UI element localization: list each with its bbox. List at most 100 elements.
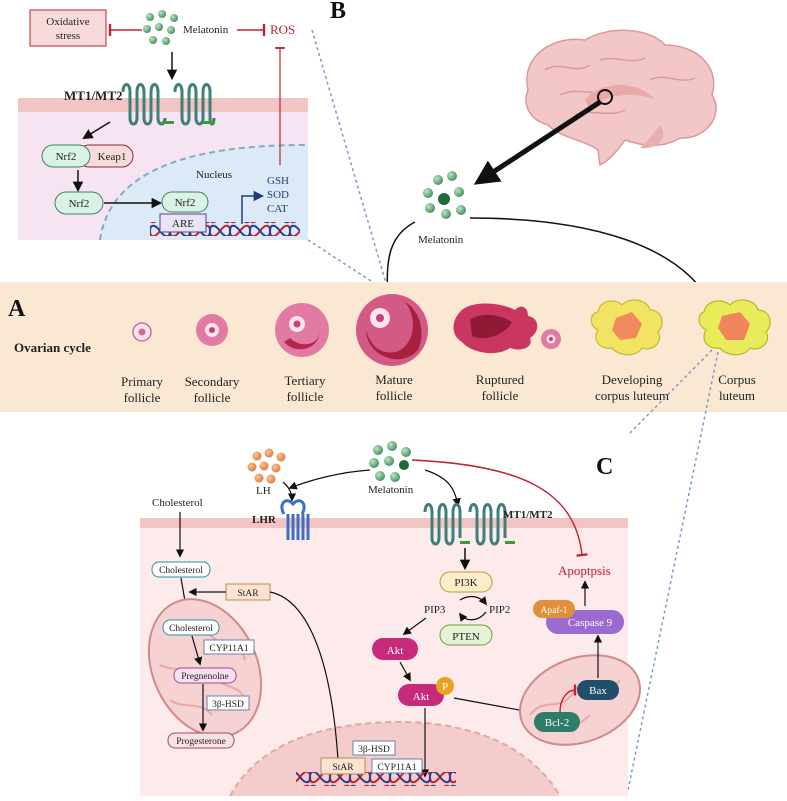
hsd-label-nucleus: 3β-HSD bbox=[358, 745, 390, 755]
cyp11a1-label-mito: CYP11A1 bbox=[209, 644, 248, 654]
melatonin-label-brain: Melatonin bbox=[418, 234, 464, 246]
tertiary-follicle bbox=[275, 303, 329, 357]
pip3-to-pip2-cycle-bottom bbox=[458, 611, 487, 622]
arrow-to-pregnenolone bbox=[191, 635, 203, 666]
bcl2-inhibits-bax bbox=[559, 684, 577, 713]
zoom-line-c1 bbox=[627, 349, 713, 436]
star-gene-to-protein bbox=[269, 591, 339, 761]
developing-corpus-luteum bbox=[590, 299, 663, 356]
receptor-label-b: MT1/MT2 bbox=[64, 88, 123, 103]
lhr-receptor bbox=[280, 499, 310, 540]
melatonin-label-c: Melatonin bbox=[368, 484, 414, 496]
stage-label-ruptured-2: follicle bbox=[482, 388, 519, 403]
akt-label: Akt bbox=[387, 645, 404, 657]
lh-label: LH bbox=[256, 485, 271, 497]
stage-label-secondary-1: Secondary bbox=[185, 374, 240, 389]
pip3-label: PIP3 bbox=[424, 604, 446, 616]
gsh-label: GSH bbox=[267, 175, 289, 187]
panel-a: A Ovarian cycle bbox=[0, 282, 787, 412]
panel-c-letter: C bbox=[596, 454, 613, 480]
caspase9-label: Caspase 9 bbox=[568, 617, 613, 629]
g-protein-c bbox=[460, 541, 470, 544]
phosphate-label: P bbox=[442, 681, 448, 693]
pi3k-label: PI3K bbox=[454, 577, 477, 589]
stage-label-tertiary-1: Tertiary bbox=[285, 373, 326, 388]
transcription-arrow bbox=[241, 190, 265, 224]
zoom-line-c2 bbox=[627, 351, 719, 791]
bax-pill bbox=[577, 680, 619, 700]
arrow-to-nrf2-keap1 bbox=[82, 121, 111, 140]
secondary-follicle bbox=[196, 314, 228, 346]
pregnenolone-box bbox=[173, 667, 237, 684]
sod-label: SOD bbox=[267, 189, 289, 201]
progesterone-label: Progesterone bbox=[176, 737, 226, 747]
lhr-label: LHR bbox=[252, 514, 277, 526]
nucleus-label-b: Nucleus bbox=[196, 169, 232, 181]
melatonin-to-lh bbox=[288, 469, 371, 490]
pip2-label: PIP2 bbox=[489, 604, 510, 616]
pip2-to-pip3-cycle-top bbox=[459, 595, 488, 606]
pi3k-pill bbox=[439, 571, 493, 593]
primary-follicle bbox=[132, 322, 152, 342]
apaf1-label: Apaf-1 bbox=[541, 605, 568, 616]
melatonin-to-mt-receptor bbox=[424, 469, 461, 507]
apaf1-pill bbox=[533, 600, 575, 618]
nrf2-pill-nuclear bbox=[161, 191, 209, 213]
hsd-label-mito: 3β-HSD bbox=[212, 700, 244, 710]
melatonin-molecules-b bbox=[143, 10, 178, 45]
stage-label-corpus-1: Corpus bbox=[718, 372, 756, 387]
mature-follicle bbox=[356, 294, 428, 366]
bax-label: Bax bbox=[589, 685, 607, 697]
g-protein-b bbox=[162, 121, 174, 124]
stage-label-tertiary-2: follicle bbox=[287, 389, 324, 404]
stage-label-primary-1: Primary bbox=[121, 374, 163, 389]
bcl2-label: Bcl-2 bbox=[545, 717, 569, 729]
akt-p-pill bbox=[398, 684, 444, 706]
apoptosis-label: Apoptpsis bbox=[558, 563, 611, 578]
pip3-to-akt bbox=[402, 617, 427, 635]
brain bbox=[525, 29, 717, 167]
dna-c bbox=[296, 772, 456, 786]
melatonin-molecules-brain bbox=[423, 171, 466, 219]
hsd-box-mito bbox=[206, 695, 250, 711]
melatonin-label-b: Melatonin bbox=[183, 24, 229, 36]
cholesterol-top-label: Cholesterol bbox=[152, 497, 203, 509]
pregnenolone-label: Pregnenolne bbox=[181, 672, 229, 682]
cat-label: CAT bbox=[267, 203, 288, 215]
cholesterol-box bbox=[151, 561, 211, 578]
nrf2-pill-free bbox=[54, 191, 104, 215]
melatonin-inhibits-apoptosis bbox=[411, 459, 588, 557]
phosphate-circle bbox=[436, 677, 454, 695]
lh-to-lhr bbox=[282, 481, 297, 502]
are-label: ARE bbox=[172, 218, 194, 230]
stage-label-ruptured-1: Ruptured bbox=[476, 372, 525, 387]
pten-pill bbox=[439, 624, 493, 646]
membrane-b bbox=[18, 98, 308, 112]
panel-b: MT1/MT2 Oxidative stress Melatonin ROS K… bbox=[18, 0, 389, 293]
g-protein-b2 bbox=[203, 121, 215, 124]
star-label-top: StAR bbox=[237, 589, 259, 599]
zoom-line-b1 bbox=[311, 29, 389, 291]
stage-label-secondary-2: follicle bbox=[194, 390, 231, 405]
oxidative-stress-label-2: stress bbox=[56, 30, 80, 42]
lh-molecules bbox=[247, 448, 286, 484]
akt-phosphorylation bbox=[399, 661, 411, 682]
oxidative-stress-box bbox=[29, 9, 107, 47]
akt-pill bbox=[372, 638, 418, 660]
brain-to-melatonin-arrow bbox=[473, 99, 602, 185]
stage-label-developing-1: Developing bbox=[602, 372, 663, 387]
melatonin-molecules-c bbox=[369, 441, 411, 482]
mt-receptor-b bbox=[121, 83, 216, 126]
akt-to-bcl2 bbox=[453, 697, 532, 715]
keap1-label: Keap1 bbox=[98, 151, 127, 163]
progesterone-box bbox=[167, 732, 235, 749]
panel-a-letter: A bbox=[8, 296, 26, 322]
are-box bbox=[159, 213, 207, 233]
cholesterol-mito-label: Cholesterol bbox=[169, 624, 213, 634]
mt-receptor-label-c: MT1/MT2 bbox=[503, 509, 553, 521]
nuclear-envelope-b bbox=[99, 144, 306, 241]
cyp11a1-box-nucleus bbox=[371, 758, 423, 774]
star-label-nucleus: StAR bbox=[332, 763, 354, 773]
mt-receptor-c bbox=[423, 503, 507, 546]
